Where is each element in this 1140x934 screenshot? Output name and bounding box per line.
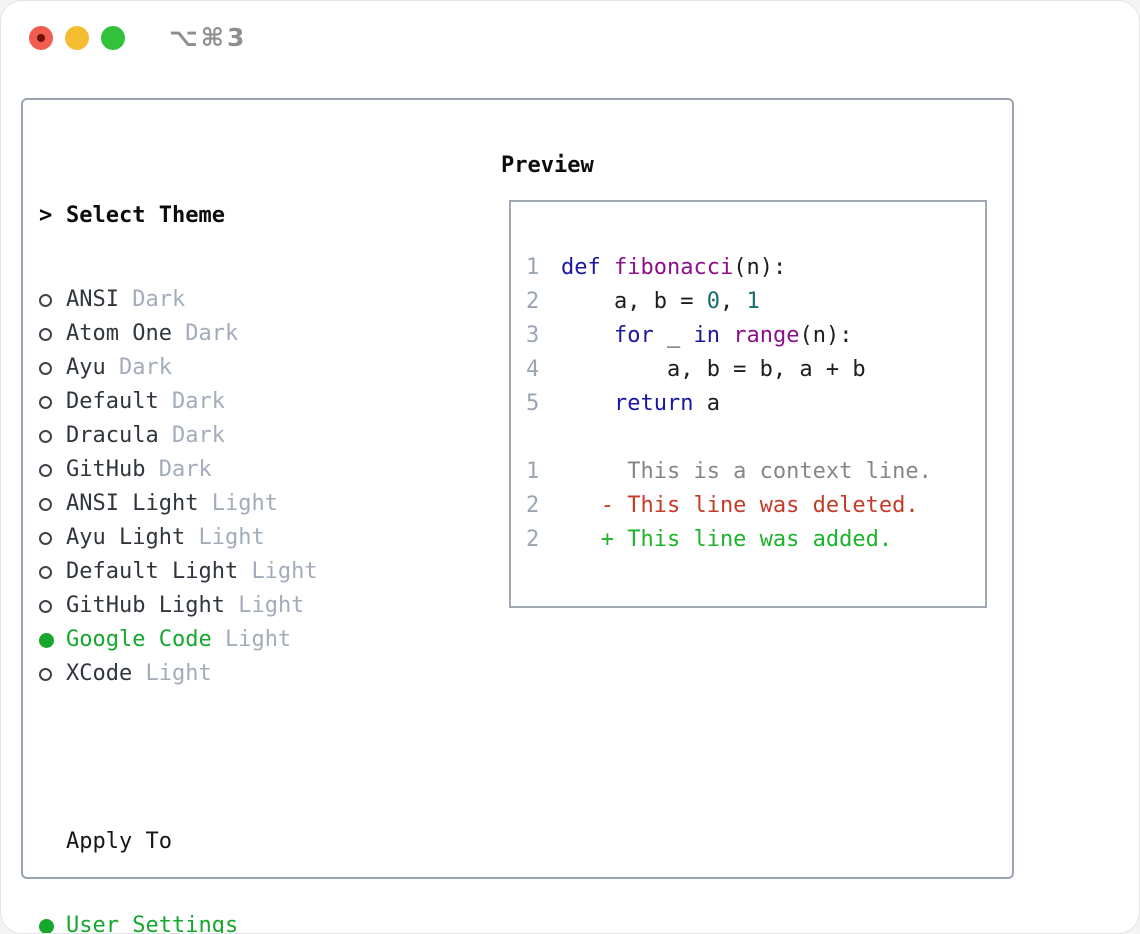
radio-unselected-icon: [39, 531, 52, 545]
cursor-icon: >: [39, 203, 53, 228]
radio-selected-icon: [39, 918, 54, 933]
theme-option[interactable]: Ayu Light Light: [39, 521, 489, 555]
titlebar: ⌥⌘3: [1, 1, 1139, 98]
option-variant: Dark: [119, 355, 172, 380]
option-label: ANSI Light: [66, 491, 199, 516]
line-number: 3: [526, 323, 540, 348]
option-variant: Light: [145, 661, 212, 686]
diff-line-add: 2 + This line was added.: [526, 523, 985, 557]
option-variant: Dark: [185, 321, 239, 346]
theme-option[interactable]: Atom One Dark: [39, 317, 489, 351]
close-button[interactable]: [29, 26, 53, 50]
radio-selected-icon: [39, 632, 54, 648]
line-number: 5: [526, 391, 540, 416]
option-variant: Light: [198, 525, 265, 550]
theme-option[interactable]: Default Dark: [39, 385, 489, 419]
code-line: 3 for _ in range(n):: [526, 319, 985, 353]
option-variant: Dark: [158, 457, 212, 482]
option-label: XCode: [66, 661, 133, 686]
line-number: 2: [526, 493, 540, 518]
code-line: 4 a, b = b, a + b: [526, 353, 985, 387]
code-line: 5 return a: [526, 387, 985, 421]
minimize-button[interactable]: [65, 26, 89, 50]
line-number: 1: [526, 459, 540, 484]
radio-unselected-icon: [39, 293, 52, 307]
theme-option[interactable]: Dracula Dark: [39, 419, 489, 453]
theme-option[interactable]: Ayu Dark: [39, 351, 489, 385]
line-number: 1: [526, 255, 540, 280]
option-variant: Dark: [171, 389, 225, 414]
option-label: Ayu: [66, 355, 106, 380]
apply-to-option[interactable]: User Settings: [39, 909, 489, 934]
select-theme-title: Select Theme: [66, 203, 225, 228]
theme-option[interactable]: GitHub Dark: [39, 453, 489, 487]
radio-unselected-icon: [39, 599, 52, 613]
zoom-button[interactable]: [101, 26, 125, 50]
radio-unselected-icon: [39, 327, 52, 341]
theme-option[interactable]: ANSI Dark: [39, 283, 489, 317]
option-variant: Light: [238, 593, 305, 618]
option-label: Ayu Light: [66, 525, 186, 550]
diff-line-del: 2 - This line was deleted.: [526, 489, 985, 523]
diff-line-ctx: 1 This is a context line.: [526, 455, 985, 489]
unsaved-dot-icon: [37, 34, 45, 42]
select-theme-header: > Select Theme: [39, 199, 489, 233]
option-label: GitHub: [66, 457, 146, 482]
apply-to-title: Apply To: [66, 829, 172, 854]
theme-option[interactable]: ANSI Light Light: [39, 487, 489, 521]
option-label: ANSI: [66, 287, 119, 312]
option-label: Default Light: [66, 559, 239, 584]
option-label: Google Code: [66, 627, 212, 652]
option-label: Default: [66, 389, 159, 414]
option-variant: Dark: [132, 287, 186, 312]
preview-title: Preview: [501, 153, 594, 178]
radio-unselected-icon: [39, 565, 52, 579]
radio-unselected-icon: [39, 497, 52, 511]
line-number: 4: [526, 357, 540, 382]
apply-to-list: User SettingsWorkspace Settings: [39, 909, 489, 934]
option-label: GitHub Light: [66, 593, 225, 618]
option-label: Dracula: [66, 423, 159, 448]
theme-option[interactable]: Google Code Light: [39, 623, 489, 657]
theme-option[interactable]: GitHub Light Light: [39, 589, 489, 623]
theme-option[interactable]: Default Light Light: [39, 555, 489, 589]
window-title: ⌥⌘3: [169, 23, 248, 52]
radio-unselected-icon: [39, 361, 52, 375]
option-variant: Light: [211, 491, 278, 516]
option-variant: Light: [251, 559, 318, 584]
apply-to-header: Apply To: [39, 825, 489, 859]
radio-unselected-icon: [39, 463, 52, 477]
option-variant: Dark: [171, 423, 225, 448]
code-line: 2 a, b = 0, 1: [526, 285, 985, 319]
spacer: [39, 741, 489, 775]
option-label: Atom One: [66, 321, 172, 346]
option-variant: Light: [224, 627, 292, 652]
line-number: 2: [526, 289, 540, 314]
radio-unselected-icon: [39, 395, 52, 409]
theme-option[interactable]: XCode Light: [39, 657, 489, 691]
radio-unselected-icon: [39, 429, 52, 443]
radio-unselected-icon: [39, 667, 52, 681]
line-number: 2: [526, 527, 540, 552]
option-label: User Settings: [66, 913, 239, 934]
